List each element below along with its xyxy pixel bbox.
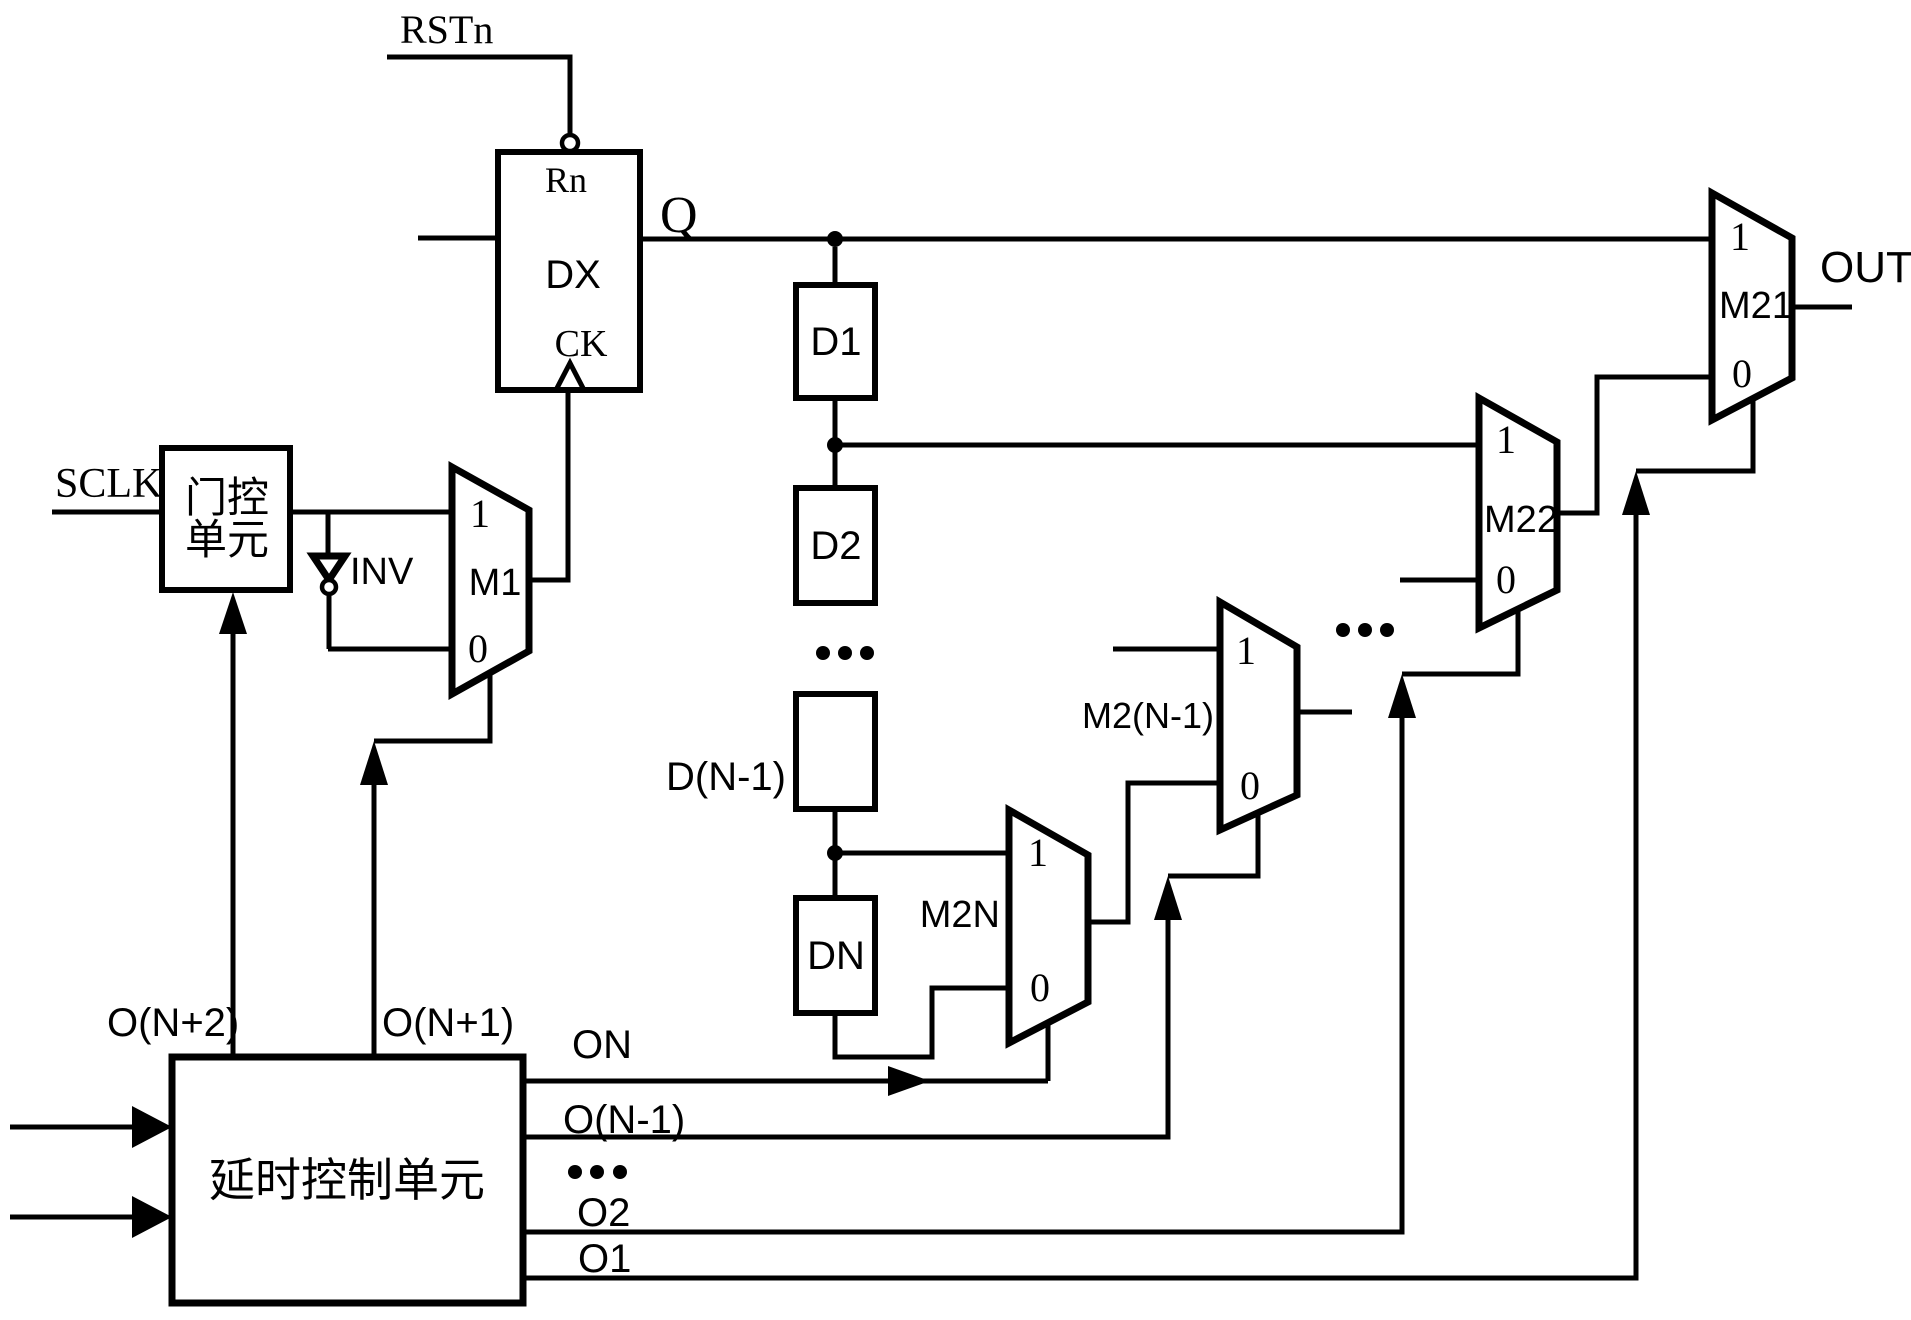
ellipsis-mux-chain bbox=[1336, 623, 1394, 637]
mux-m2n-minus1-input0-label: 0 bbox=[1240, 763, 1260, 808]
ellipsis-dot bbox=[816, 646, 830, 660]
q-net: Q bbox=[640, 187, 1712, 247]
mux-m2n-minus1-input1-label: 1 bbox=[1236, 628, 1256, 673]
inverter-bubble-icon bbox=[319, 577, 339, 597]
dx-flipflop: Rn DX CK bbox=[418, 149, 643, 393]
arrowhead-o-n-icon bbox=[888, 1066, 930, 1096]
ellipsis-dot bbox=[860, 646, 874, 660]
delay-cell-dn-label: DN bbox=[807, 934, 865, 978]
mux-m21: 1 0 M21 OUT bbox=[1708, 187, 1911, 426]
ellipsis-dot bbox=[1358, 623, 1372, 637]
flipflop-name-label: DX bbox=[545, 253, 601, 297]
delay-cell-dn-minus1 bbox=[793, 691, 878, 812]
arrowhead-o1-icon bbox=[1622, 471, 1650, 515]
wire-dn-to-m2n-in0 bbox=[832, 985, 1009, 1060]
rstn-wire bbox=[387, 54, 573, 134]
mux-m21-body bbox=[1708, 187, 1796, 426]
o-n-plus1-label: O(N+1) bbox=[382, 1001, 514, 1045]
arrowhead-o-n-plus2-icon bbox=[219, 592, 247, 634]
mux-m2n: 1 0 M2N bbox=[920, 780, 1220, 1049]
mux-m2n-minus1-body bbox=[1216, 595, 1301, 836]
flipflop-clock-pin-label: CK bbox=[555, 323, 608, 365]
q-label: Q bbox=[660, 187, 698, 244]
sclk-label: SCLK bbox=[55, 461, 162, 507]
delay-cell-dn-minus1-label: D(N-1) bbox=[666, 755, 786, 799]
mux-m2n-output-wire bbox=[1088, 780, 1220, 925]
out-label: OUT bbox=[1820, 243, 1911, 292]
gate-unit-body bbox=[159, 445, 293, 593]
mux-m21-name: M21 bbox=[1719, 285, 1793, 327]
ellipsis-dot bbox=[1380, 623, 1394, 637]
inverter-output-wire bbox=[326, 594, 452, 652]
junction-dot-q bbox=[827, 231, 843, 247]
mux-m22-input0-label: 0 bbox=[1496, 557, 1516, 602]
ellipsis-delay-chain bbox=[816, 646, 874, 660]
o2-label: O2 bbox=[577, 1191, 630, 1235]
o-n-plus2-label: O(N+2) bbox=[107, 1001, 239, 1045]
delay-cell-d2-label: D2 bbox=[810, 524, 861, 568]
mux-m1-select-wire bbox=[374, 672, 493, 744]
input-arrowhead-top-icon bbox=[132, 1106, 172, 1148]
inverter: INV bbox=[306, 512, 452, 652]
delay-cell-dn bbox=[793, 895, 878, 1016]
delay-control-unit-body bbox=[168, 1053, 527, 1307]
clock-edge-triangle-icon bbox=[553, 357, 587, 392]
delay-cell-d1 bbox=[793, 282, 878, 401]
wire-o2-to-mux bbox=[1402, 608, 1521, 677]
mux-m1: 1 0 M1 bbox=[374, 390, 571, 744]
mux-m22-output-wire bbox=[1557, 374, 1712, 516]
rstn-label: RSTn bbox=[400, 7, 493, 52]
delay-chain: D1 D2 D(N-1) DN bbox=[666, 247, 1479, 1060]
mux-m2n-input0-label: 0 bbox=[1030, 965, 1050, 1010]
mux-m2n-input1-label: 1 bbox=[1028, 830, 1048, 875]
delay-cell-d2 bbox=[793, 485, 878, 606]
o1-label: O1 bbox=[578, 1237, 631, 1281]
wire-o2 bbox=[523, 718, 1405, 1235]
gate-control-unit: SCLK 门控 单元 bbox=[52, 445, 452, 593]
delay-control-unit: 延时控制单元 O(N+2) O(N+1) ON O(N-1) O2 bbox=[10, 399, 1756, 1307]
inverter-label: INV bbox=[350, 551, 414, 593]
delay-cell-d1-label: D1 bbox=[810, 320, 861, 364]
mux-m1-input0-label: 0 bbox=[468, 626, 488, 671]
gate-unit-name-line1: 门控 bbox=[185, 476, 269, 522]
input-arrowhead-bottom-icon bbox=[132, 1196, 172, 1238]
reset-inversion-bubble-icon bbox=[559, 132, 581, 154]
ellipsis-dot bbox=[1336, 623, 1350, 637]
mux-m2n-name: M2N bbox=[920, 894, 1000, 936]
flipflop-reset-pin-label: Rn bbox=[545, 160, 587, 200]
wire-o-n-minus1 bbox=[523, 920, 1171, 1140]
delay-control-unit-name: 延时控制单元 bbox=[209, 1155, 485, 1206]
inverter-triangle-icon bbox=[306, 552, 352, 587]
ellipsis-dot bbox=[838, 646, 852, 660]
arrowhead-o2-icon bbox=[1388, 674, 1416, 718]
mux-m1-body bbox=[448, 461, 533, 700]
wire-o1-to-mux bbox=[1636, 399, 1756, 474]
ellipsis-dot bbox=[590, 1165, 604, 1179]
mux-m22: 1 0 M22 bbox=[1400, 374, 1712, 634]
ellipsis-outputs bbox=[568, 1165, 627, 1179]
wire-o-n-minus1-to-mux bbox=[1168, 812, 1261, 879]
mux-m22-body bbox=[1475, 392, 1561, 634]
gate-unit-name-line2: 单元 bbox=[185, 518, 269, 564]
mux-m1-input1-label: 1 bbox=[470, 491, 490, 536]
mux-m2n-body bbox=[1005, 803, 1092, 1049]
mux-m22-name: M22 bbox=[1484, 499, 1558, 541]
wire-o1 bbox=[523, 515, 1639, 1281]
mux-m2n-minus1: 1 0 M2(N-1) bbox=[1082, 595, 1352, 836]
reset-net: RSTn bbox=[387, 7, 581, 154]
arrowhead-o-n-minus1-icon bbox=[1154, 876, 1182, 920]
mux-m1-output-wire bbox=[529, 390, 571, 583]
mux-m1-name: M1 bbox=[469, 562, 522, 604]
mux-m21-input0-label: 0 bbox=[1732, 351, 1752, 396]
mux-m2n-minus1-name: M2(N-1) bbox=[1082, 695, 1214, 736]
flipflop-body bbox=[495, 149, 643, 393]
mux-m22-input1-label: 1 bbox=[1496, 417, 1516, 462]
ellipsis-dot bbox=[568, 1165, 582, 1179]
arrowhead-o-n-plus1-icon bbox=[360, 741, 388, 785]
ellipsis-dot bbox=[613, 1165, 627, 1179]
mux-m21-input1-label: 1 bbox=[1730, 214, 1750, 259]
wire-o-n bbox=[523, 1023, 1051, 1084]
o-n-label: ON bbox=[572, 1023, 632, 1067]
